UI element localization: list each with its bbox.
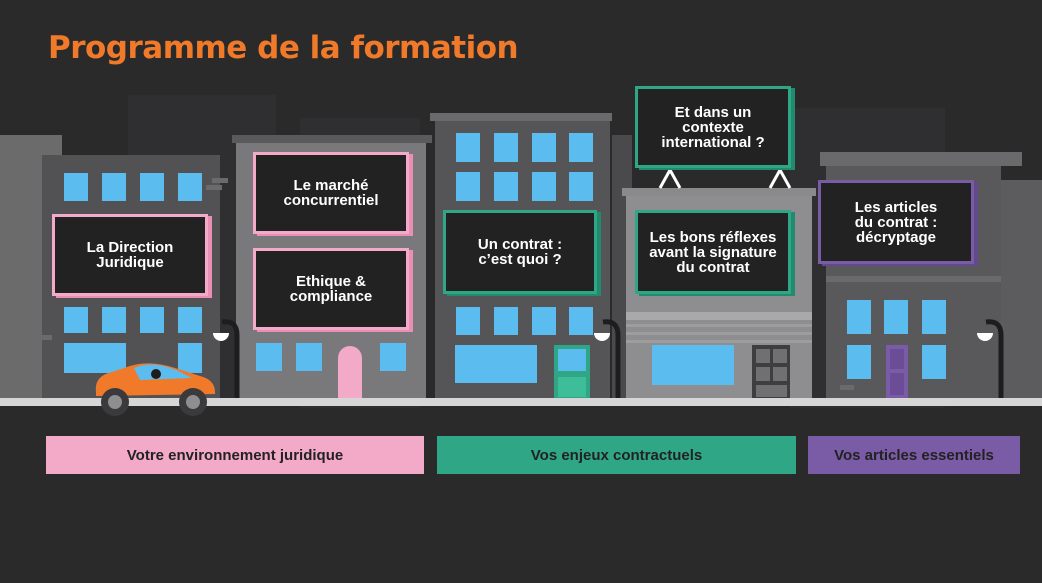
board-direction-juridique[interactable]: La Direction Juridique <box>52 214 208 296</box>
category-articles-button[interactable]: Vos articles essentiels <box>808 436 1020 474</box>
board-contexte-international[interactable]: Et dans un contexte international ? <box>635 86 791 168</box>
board-articles-decryptage[interactable]: Les articles du contrat : décryptage <box>818 180 974 264</box>
board-marche-concurrentiel[interactable]: Le marché concurrentiel <box>253 152 409 234</box>
page-title: Programme de la formation <box>48 30 519 66</box>
category-enjeux-button[interactable]: Vos enjeux contractuels <box>437 436 796 474</box>
board-ethique-compliance[interactable]: Ethique & compliance <box>253 248 409 330</box>
category-environnement-button[interactable]: Votre environnement juridique <box>46 436 424 474</box>
board-bons-reflexes[interactable]: Les bons réflexes avant la signature du … <box>635 210 791 294</box>
board-contrat-quoi[interactable]: Un contrat : c’est quoi ? <box>443 210 597 294</box>
car-icon <box>95 363 216 416</box>
